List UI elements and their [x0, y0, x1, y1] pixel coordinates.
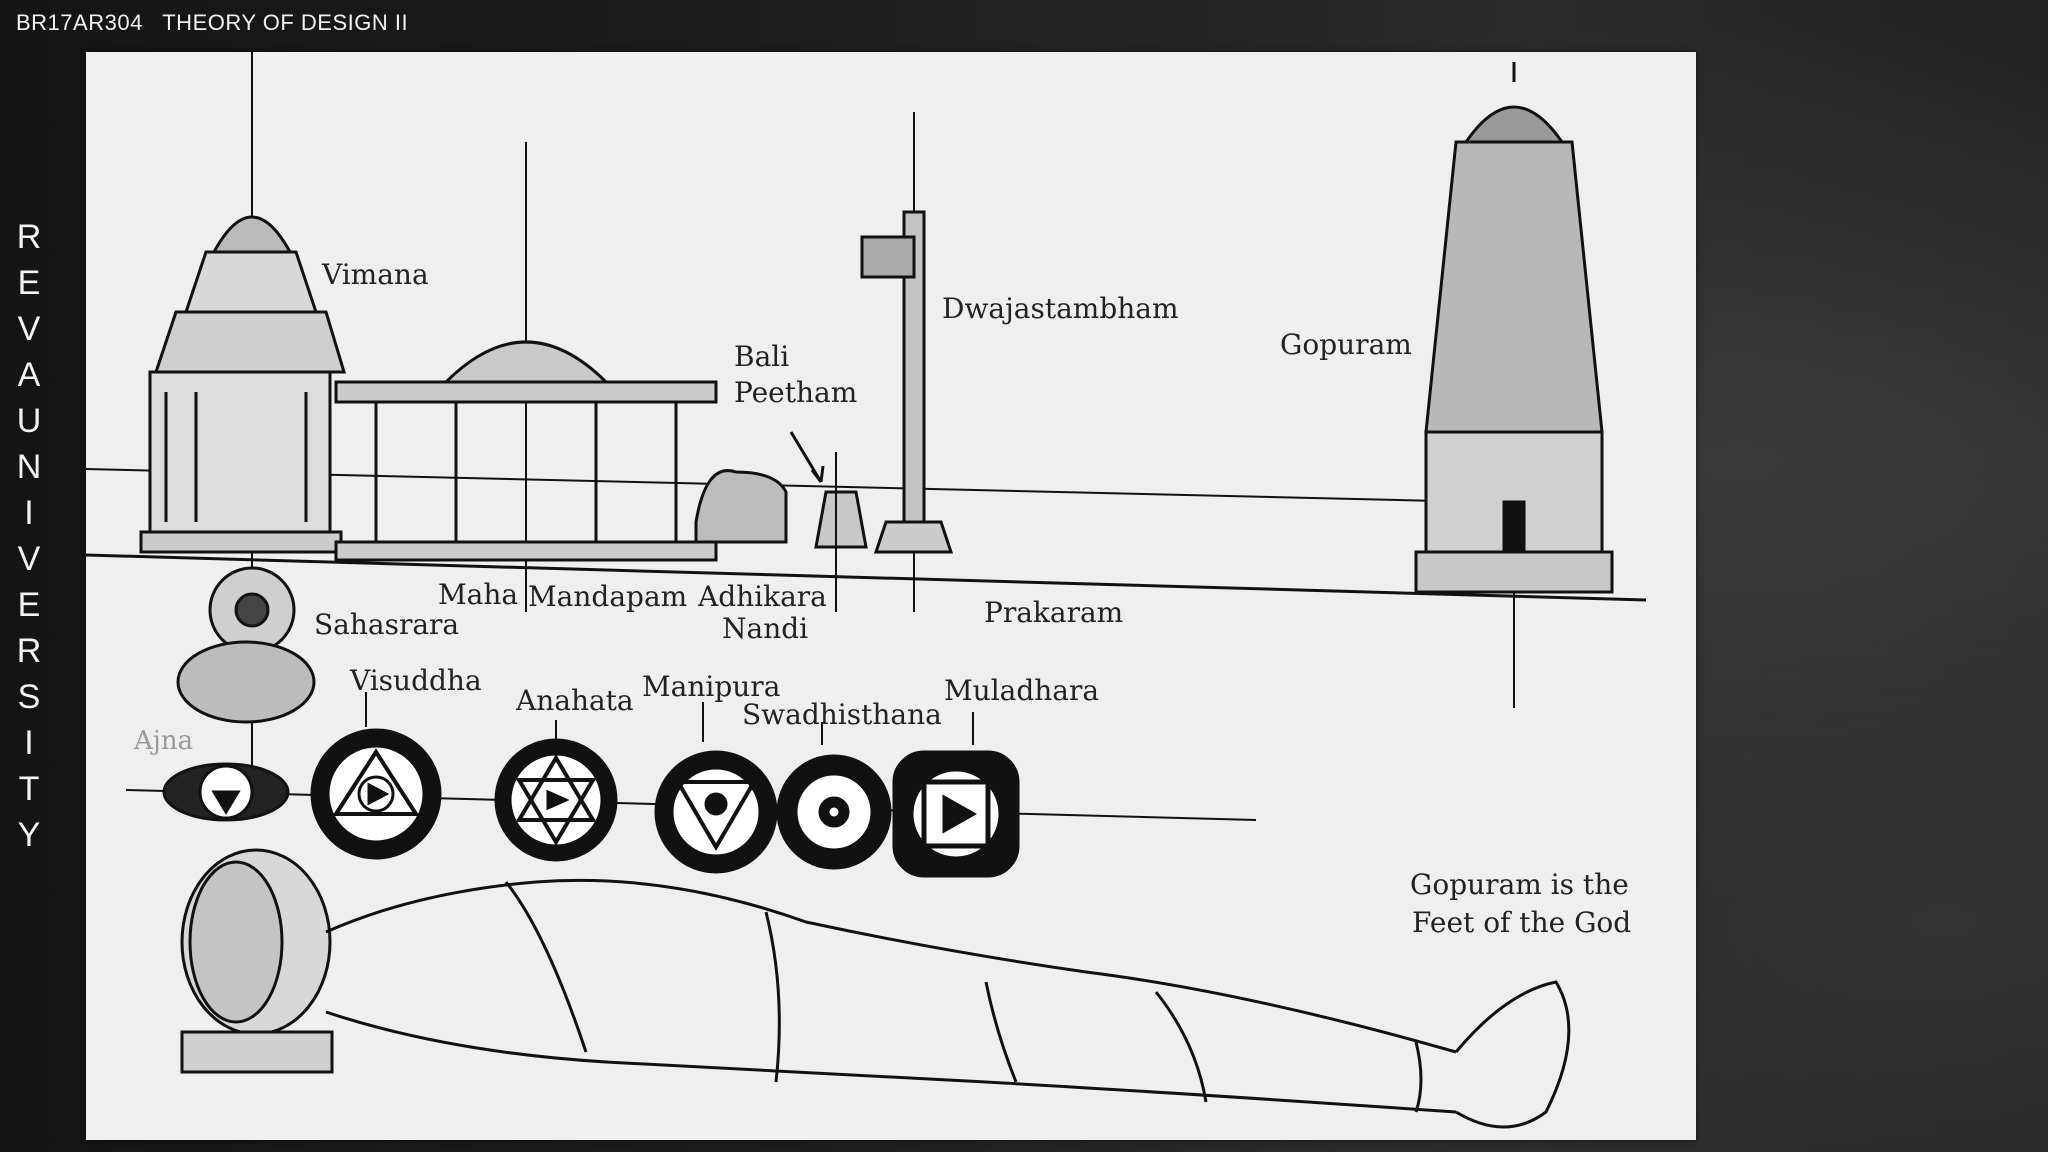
label-peetham: Peetham: [734, 376, 858, 409]
vertical-letter: I: [24, 494, 34, 532]
label-muladhara: Muladhara: [944, 674, 1100, 707]
anahata-chakra: [494, 738, 618, 862]
reclining-figure-drawing: [180, 848, 1571, 1129]
vertical-letter: U: [16, 402, 42, 440]
vertical-letter: I: [24, 724, 34, 762]
vertical-letter: E: [17, 586, 41, 624]
label-manipura: Manipura: [642, 670, 781, 703]
label-maha: Maha: [438, 578, 519, 611]
label-sahasrara: Sahasrara: [314, 608, 460, 641]
vertical-letter: V: [17, 310, 41, 348]
vertical-letter: T: [18, 770, 40, 808]
muladhara-chakra: [892, 750, 1020, 878]
vertical-letter: E: [17, 264, 41, 302]
vertical-letter: A: [17, 356, 41, 394]
caption-line-2: Feet of the God: [1412, 906, 1632, 939]
vertical-letter: Y: [17, 816, 41, 854]
label-gopuram: Gopuram: [1280, 328, 1412, 361]
label-vimana: Vimana: [322, 258, 429, 291]
mandapam-drawing: [334, 142, 718, 612]
vertical-letter: V: [17, 540, 41, 578]
vertical-letter: S: [17, 678, 41, 716]
label-adhikara: Adhikara: [698, 580, 827, 613]
ground-line: [86, 553, 1647, 602]
dwajastambham-drawing: [860, 112, 954, 612]
nandi-bali-drawing: [694, 431, 868, 612]
visuddha-chakra: [310, 728, 442, 860]
label-prakaram: Prakaram: [984, 596, 1124, 629]
temple-body-diagram: [86, 52, 1647, 1129]
horizon-line: [86, 468, 1567, 505]
vimana-drawing: [139, 52, 347, 812]
caption-line-1: Gopuram is the: [1410, 868, 1629, 901]
course-title: BR17AR304 THEORY OF DESIGN II: [16, 10, 409, 35]
swadhisthana-chakra: [776, 754, 892, 870]
sahasrara-lotus: [176, 566, 316, 724]
university-vertical-text: R E V A U N I V E R S I T Y: [14, 214, 44, 858]
ajna-chakra: [162, 762, 290, 822]
label-bali: Bali: [734, 340, 790, 373]
vertical-letter: N: [16, 448, 42, 486]
label-swadhisthana: Swadhisthana: [742, 698, 942, 731]
label-nandi: Nandi: [722, 612, 809, 645]
gopuram-drawing: [1414, 62, 1614, 708]
label-anahata: Anahata: [516, 684, 634, 717]
label-ajna: Ajna: [134, 726, 194, 756]
label-dwajastambham: Dwajastambham: [942, 292, 1179, 325]
label-mandapam: Mandapam: [528, 580, 688, 613]
vertical-letter: R: [16, 218, 42, 256]
diagram-sheet: Vimana Maha Mandapam Bali Peetham Dwajas…: [86, 52, 1696, 1140]
vertical-letter: R: [16, 632, 42, 670]
manipura-chakra: [654, 750, 778, 874]
label-visuddha: Visuddha: [350, 664, 482, 697]
